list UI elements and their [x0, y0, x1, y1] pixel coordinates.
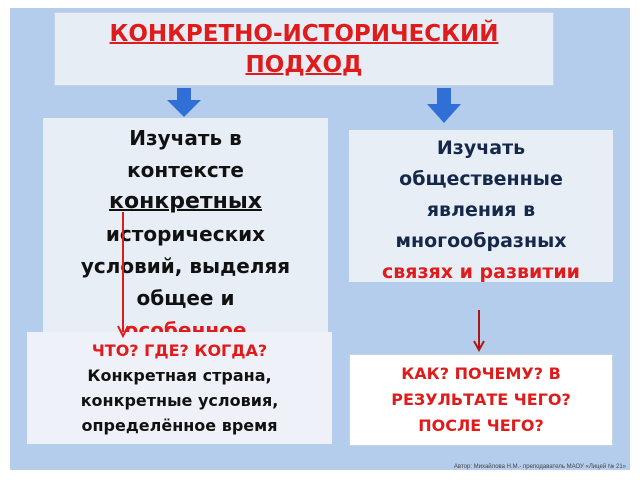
- left-panel-line-4: исторических: [105, 222, 266, 246]
- right-panel-line-4: многообразных: [395, 230, 567, 252]
- left-panel-line-2: контексте: [127, 158, 244, 182]
- left-box-line-3: определённое время: [81, 416, 278, 435]
- right-panel-line-1: Изучать: [436, 137, 526, 159]
- left-question-box: ЧТО? ГДЕ? КОГДА? Конкретная страна, конк…: [27, 332, 332, 444]
- left-box-line-2: конкретные условия,: [80, 391, 279, 410]
- right-box-line-3: ПОСЛЕ ЧЕГО?: [418, 416, 544, 435]
- right-panel: Изучать общественные явления в многообра…: [349, 130, 613, 283]
- red-arrow-right-icon: [473, 310, 485, 352]
- left-box-line-1: Конкретная страна,: [87, 366, 272, 385]
- arrow-down-left-icon: [167, 88, 201, 117]
- left-panel: Изучать в контексте конкретных историчес…: [43, 118, 328, 342]
- title-box: КОНКРЕТНО-ИСТОРИЧЕСКИЙ ПОДХОД: [54, 12, 554, 86]
- right-panel-line-2: общественные: [399, 168, 563, 190]
- left-panel-line-5: условий, выделяя: [80, 254, 291, 278]
- right-question-box: КАК? ПОЧЕМУ? В РЕЗУЛЬТАТЕ ЧЕГО? ПОСЛЕ ЧЕ…: [349, 354, 613, 446]
- red-arrow-left-icon: [117, 212, 129, 339]
- left-panel-line-1: Изучать в: [129, 126, 242, 150]
- right-box-line-1: КАК? ПОЧЕМУ? В: [401, 364, 561, 383]
- right-box-line-2: РЕЗУЛЬТАТЕ ЧЕГО?: [391, 390, 571, 409]
- left-questions: ЧТО? ГДЕ? КОГДА?: [91, 341, 268, 360]
- title-line-1: КОНКРЕТНО-ИСТОРИЧЕСКИЙ: [109, 21, 499, 47]
- left-panel-line-6: общее и: [136, 286, 235, 310]
- right-panel-line-5: связях и развитии: [382, 261, 580, 283]
- title-line-2: ПОДХОД: [245, 52, 363, 78]
- left-panel-line-3: конкретных: [109, 189, 262, 214]
- arrow-down-right-icon: [427, 88, 461, 123]
- right-panel-line-3: явления в: [426, 199, 536, 221]
- author-footer: Автор: Михайлова Н.М.- преподаватель МАО…: [453, 464, 626, 470]
